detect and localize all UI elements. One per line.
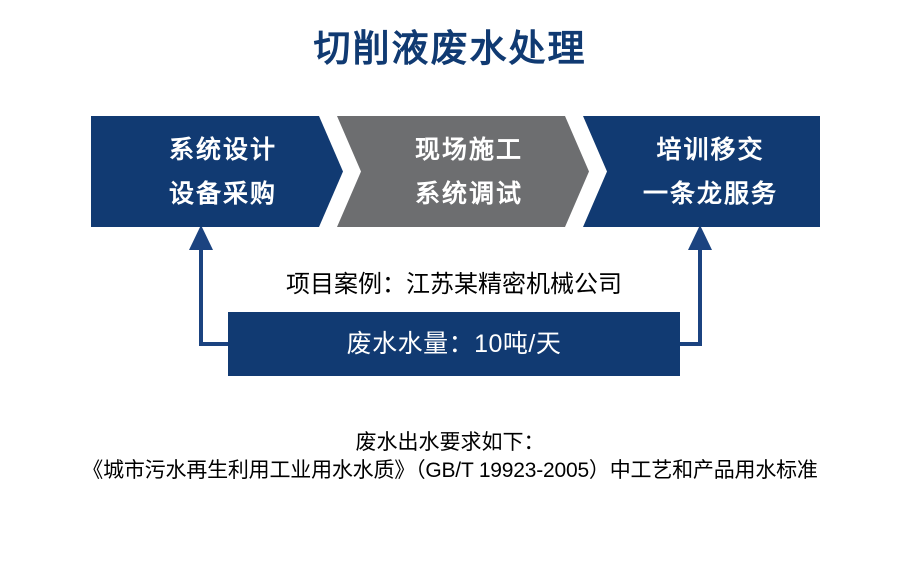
- process-step-line-2: 设备采购: [168, 179, 277, 208]
- process-step-line-1: 系统设计: [168, 135, 277, 164]
- effluent-requirement-line-1: 废水出水要求如下：: [355, 431, 545, 454]
- process-step-line-1: 现场施工: [414, 135, 523, 164]
- page-title: 切削液废水处理: [313, 28, 587, 69]
- project-case-label: 项目案例：江苏某精密机械公司: [286, 271, 622, 298]
- feedback-arrow-right: [680, 225, 712, 346]
- process-step-line-2: 一条龙服务: [642, 179, 778, 208]
- process-step-construction-commissioning[interactable]: 现场施工 系统调试: [337, 116, 589, 227]
- process-step-line-1: 培训移交: [656, 135, 765, 164]
- effluent-requirement-note: 废水出水要求如下： 《城市污水再生利用工业用水水质》（GB/T 19923-20…: [0, 429, 900, 485]
- process-chevron-row: 系统设计 设备采购 现场施工 系统调试 培训移交 一条龙服务: [91, 116, 820, 227]
- process-step-design-procurement[interactable]: 系统设计 设备采购: [91, 116, 343, 227]
- wastewater-volume-label: 废水水量：10吨/天: [346, 330, 562, 358]
- effluent-requirement-line-2: 《城市污水再生利用工业用水水质》（GB/T 19923-2005）中工艺和产品用…: [82, 459, 818, 482]
- feedback-arrow-left: [189, 225, 228, 346]
- wastewater-volume-box: 废水水量：10吨/天: [228, 312, 680, 376]
- process-step-training-handover[interactable]: 培训移交 一条龙服务: [583, 116, 820, 227]
- process-step-line-2: 系统调试: [414, 179, 523, 208]
